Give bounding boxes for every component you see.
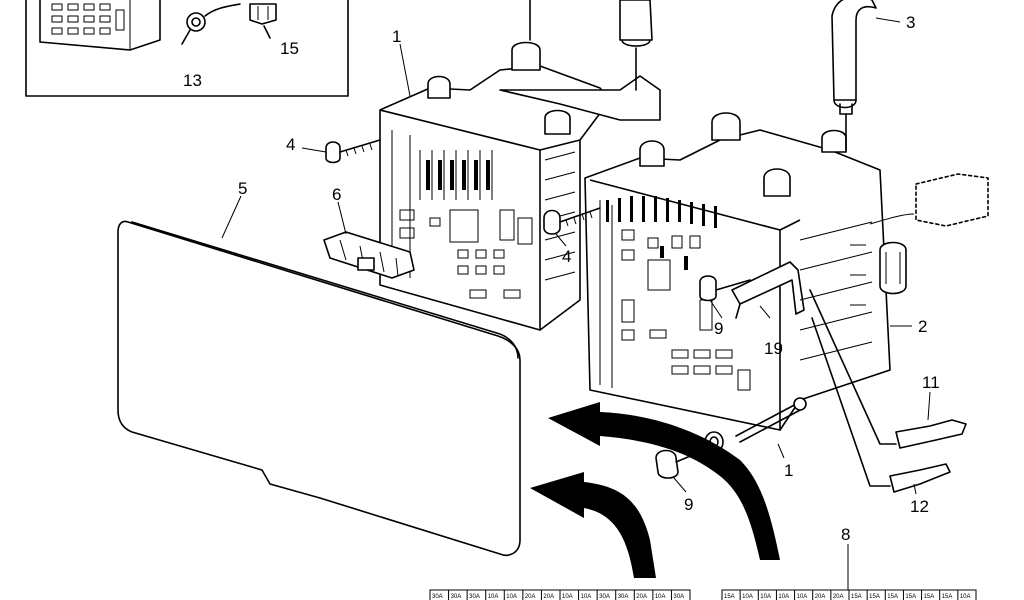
fuse-box-left xyxy=(379,41,611,331)
fuse-rating-label: 15A xyxy=(887,594,898,600)
callout-13: 13 xyxy=(183,71,202,90)
callout-6: 6 xyxy=(332,185,341,204)
callout-1-top: 1 xyxy=(392,27,401,46)
cover-panel xyxy=(117,220,521,556)
fuse-rating-label: 20A xyxy=(636,594,647,600)
callout-5: 5 xyxy=(238,179,247,198)
fuse-rating-label: 10A xyxy=(581,594,592,600)
callout-2: 2 xyxy=(918,317,927,336)
callout-15: 15 xyxy=(280,39,299,58)
fuse-rating-label: 15A xyxy=(942,594,953,600)
hose xyxy=(831,0,877,151)
arrows xyxy=(530,402,780,578)
fuse-rating-label: 30A xyxy=(599,594,610,600)
screw-4-mid xyxy=(543,207,601,235)
fuse-rating-label: 20A xyxy=(833,594,844,600)
inset-detail xyxy=(25,0,349,97)
callout-4-left: 4 xyxy=(286,135,295,154)
fuse-rating-label: 10A xyxy=(760,594,771,600)
fuse-rating-label: 10A xyxy=(655,594,666,600)
fuse-rating-label: 15A xyxy=(724,594,735,600)
callout-3: 3 xyxy=(906,13,915,32)
callout-1-bottom: 1 xyxy=(784,461,793,480)
fuse-rating-label: 15A xyxy=(905,594,916,600)
fuse-rating-label: 15A xyxy=(924,594,935,600)
fuse-rating-label: 20A xyxy=(815,594,826,600)
fuse-rating-label: 15A xyxy=(851,594,862,600)
fuse-rating-label: 30A xyxy=(432,594,443,600)
callout-19: 19 xyxy=(764,339,783,358)
callout-9-bottom: 9 xyxy=(684,495,693,514)
callout-12: 12 xyxy=(910,497,929,516)
fuse-rating-label: 30A xyxy=(673,594,684,600)
fuse-rating-label: 30A xyxy=(469,594,480,600)
callout-11: 11 xyxy=(922,373,940,392)
screw-9-bottom xyxy=(655,449,701,479)
fuse-rating-label: 10A xyxy=(960,594,971,600)
screw-9-mid xyxy=(699,275,751,302)
fuse-rating-label: 10A xyxy=(562,594,573,600)
fuse-rating-label: 20A xyxy=(525,594,536,600)
callout-10: 10 xyxy=(738,481,757,500)
fuse-strip-right: 15A 10A 10A 10A 10A 20A 20A 15A 15A 15A 15A 15A 15A 1… xyxy=(721,589,977,600)
callout-8: 8 xyxy=(841,525,850,544)
fuse-rating-label: 30A xyxy=(618,594,629,600)
fuse-rating-label: 10A xyxy=(797,594,808,600)
screw-4-left xyxy=(325,139,381,164)
fuse-box-right xyxy=(584,112,891,431)
fuse-strip-left: 30A 30A 30A 10A 10A 20A 20A 10A 10A 30A 30A 20A 10A 3… xyxy=(429,589,691,600)
fuse-rating-label: 10A xyxy=(742,594,753,600)
fuse-rating-label: 10A xyxy=(506,594,517,600)
fuse-rating-label: 20A xyxy=(543,594,554,600)
fuse-rating-label: 30A xyxy=(451,594,462,600)
callout-9-mid: 9 xyxy=(714,319,723,338)
fuse-rating-label: 15A xyxy=(869,594,880,600)
callout-4-mid: 4 xyxy=(562,247,571,266)
fuse-rating-label: 10A xyxy=(488,594,499,600)
fuse-rating-label: 10A xyxy=(778,594,789,600)
